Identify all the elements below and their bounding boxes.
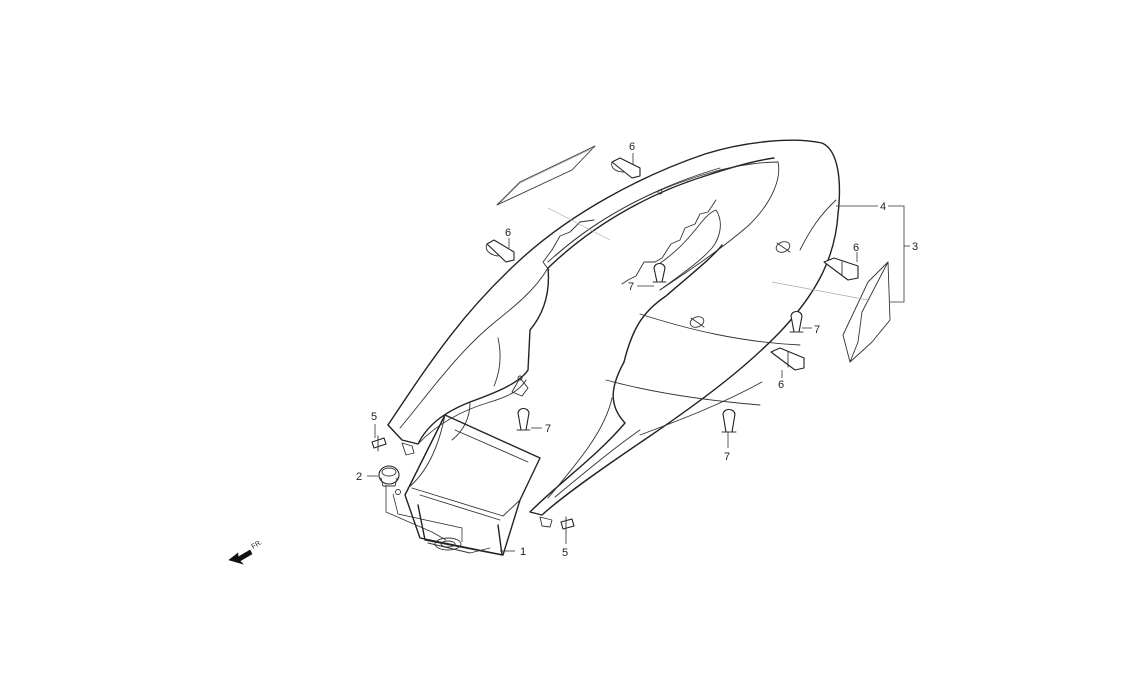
plug-2 <box>378 465 401 495</box>
screw-5-left <box>371 435 387 452</box>
leader-lines <box>367 153 910 552</box>
lower-fender <box>404 414 541 556</box>
clip-7-c <box>516 407 531 431</box>
clip-7-a <box>652 262 667 283</box>
callout-7-c: 7 <box>545 423 551 435</box>
callout-7-b: 7 <box>814 324 820 336</box>
clip-7-d <box>721 408 737 433</box>
callout-6-right-upper: 6 <box>853 242 859 254</box>
callout-numbers: 1 2 3 4 5 5 6 6 6 6 7 7 7 7 <box>356 141 918 559</box>
callout-5-right: 5 <box>562 547 568 559</box>
callout-7-a: 7 <box>628 281 634 293</box>
callout-4: 4 <box>880 201 886 213</box>
rear-cowl <box>387 139 841 528</box>
callout-7-d: 7 <box>724 451 730 463</box>
bolt-6-left <box>485 239 515 263</box>
callout-6-right-lower: 6 <box>778 379 784 391</box>
callout-6-top: 6 <box>629 141 635 153</box>
callout-1: 1 <box>520 546 526 558</box>
screw-5-right <box>560 516 575 533</box>
clip-7-b <box>789 310 804 333</box>
bolt-6-right-lower <box>770 347 805 371</box>
callout-2: 2 <box>356 471 362 483</box>
bolt-6-top <box>611 157 641 179</box>
callout-3: 3 <box>912 241 918 253</box>
left-emblem-plate <box>496 145 596 206</box>
bolt-6-right-upper <box>823 257 859 281</box>
right-emblem-plate <box>842 261 891 363</box>
arrow-front-icon: FR. <box>228 539 264 565</box>
front-label: FR. <box>251 539 264 551</box>
callout-5-left: 5 <box>371 411 377 423</box>
callout-6-left: 6 <box>505 227 511 239</box>
